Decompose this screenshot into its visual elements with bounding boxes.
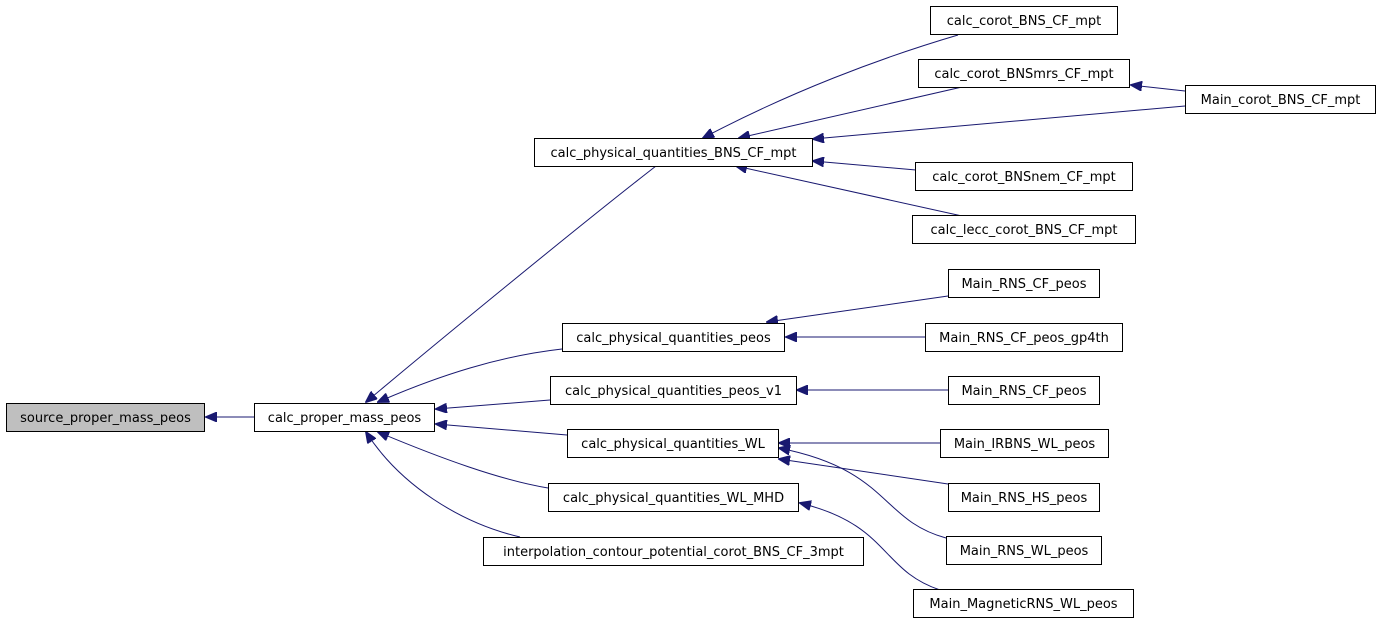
node-label: calc_physical_quantities_peos_v1 [565,384,782,399]
edge-peos-v1-to-calc_proper_mass_peos [436,399,551,409]
edge-main-rns-wl-to-wl [779,448,947,539]
edge-main-corot-to-corot-bnsmrs [1131,85,1186,92]
node-label: calc_corot_BNS_CF_mpt [947,14,1102,29]
node-label: Main_RNS_WL_peos [960,544,1089,559]
node-Main_MagneticRNS_WL_peos[interactable]: Main_MagneticRNS_WL_peos [913,589,1134,618]
node-label: Main_RNS_CF_peos [961,384,1086,399]
edge-corot-bnsmrs-to-bns-cf-mpt [739,86,963,138]
node-calc_proper_mass_peos[interactable]: calc_proper_mass_peos [254,403,435,432]
edge-main-corot-to-bns-cf-mpt [813,105,1186,139]
node-Main_RNS_CF_peos_gp4th[interactable]: Main_RNS_CF_peos_gp4th [925,323,1123,352]
node-label: calc_corot_BNSmrs_CF_mpt [934,67,1113,82]
node-calc_physical_quantities_WL_MHD[interactable]: calc_physical_quantities_WL_MHD [548,483,799,512]
edge-corot-bns-to-bns-cf-mpt [703,34,959,138]
node-label: Main_IRBNS_WL_peos [954,437,1096,452]
node-calc_corot_BNSmrs_CF_mpt[interactable]: calc_corot_BNSmrs_CF_mpt [918,59,1130,88]
node-label: source_proper_mass_peos [20,411,191,426]
node-label: calc_physical_quantities_BNS_CF_mpt [550,146,796,161]
edge-main-rns-hs-to-wl [779,459,949,485]
edge-main-rns-cf-peos-to-peos [767,295,949,322]
node-calc_physical_quantities_peos[interactable]: calc_physical_quantities_peos [562,323,785,352]
node-Main_RNS_CF_peos-1[interactable]: Main_RNS_CF_peos [948,269,1100,298]
node-source_proper_mass_peos: source_proper_mass_peos [6,403,205,432]
node-label: calc_physical_quantities_WL_MHD [563,491,784,506]
node-label: Main_RNS_CF_peos [961,277,1086,292]
edge-peos-to-calc_proper_mass_peos [378,348,563,402]
node-calc_physical_quantities_peos_v1[interactable]: calc_physical_quantities_peos_v1 [550,376,797,405]
graph-edges [206,34,1186,591]
node-Main_RNS_WL_peos[interactable]: Main_RNS_WL_peos [946,536,1102,565]
node-label: calc_lecc_corot_BNS_CF_mpt [931,223,1118,238]
edge-corot-bnsnem-to-bns-cf-mpt [813,161,917,171]
edge-lecc-to-bns-cf-mpt [736,166,963,217]
node-calc_lecc_corot_BNS_CF_mpt[interactable]: calc_lecc_corot_BNS_CF_mpt [912,215,1136,244]
node-label: Main_RNS_CF_peos_gp4th [939,331,1109,346]
node-label: Main_RNS_HS_peos [961,491,1088,506]
node-label: calc_corot_BNSnem_CF_mpt [932,170,1115,185]
node-Main_IRBNS_WL_peos[interactable]: Main_IRBNS_WL_peos [940,429,1109,458]
node-label: calc_physical_quantities_peos [576,331,771,346]
node-Main_RNS_CF_peos-2[interactable]: Main_RNS_CF_peos [948,376,1100,405]
node-calc_corot_BNSnem_CF_mpt[interactable]: calc_corot_BNSnem_CF_mpt [915,162,1133,191]
node-calc_physical_quantities_WL[interactable]: calc_physical_quantities_WL [567,429,779,458]
node-calc_physical_quantities_BNS_CF_mpt[interactable]: calc_physical_quantities_BNS_CF_mpt [534,138,813,167]
node-calc_corot_BNS_CF_mpt[interactable]: calc_corot_BNS_CF_mpt [930,6,1118,35]
node-interpolation_contour_potential_corot_BNS_CF_3mpt[interactable]: interpolation_contour_potential_corot_BN… [483,537,864,566]
node-label: interpolation_contour_potential_corot_BN… [503,545,844,560]
edge-main-magnetic-to-wl-mhd [800,503,941,591]
node-label: calc_physical_quantities_WL [581,437,765,452]
edge-wl-to-calc_proper_mass_peos [436,424,568,436]
edge-wl-mhd-to-calc_proper_mass_peos [378,432,549,489]
node-Main_RNS_HS_peos[interactable]: Main_RNS_HS_peos [948,483,1100,512]
edge-bns-cf-mpt-to-calc_proper_mass_peos [366,165,657,402]
edge-interp-to-calc_proper_mass_peos [366,432,521,538]
node-label: Main_corot_BNS_CF_mpt [1201,93,1361,108]
node-label: calc_proper_mass_peos [268,411,422,426]
graph-nodes: source_proper_mass_peos calc_proper_mass… [6,6,1376,618]
node-label: Main_MagneticRNS_WL_peos [929,597,1117,612]
node-Main_corot_BNS_CF_mpt[interactable]: Main_corot_BNS_CF_mpt [1185,85,1376,114]
